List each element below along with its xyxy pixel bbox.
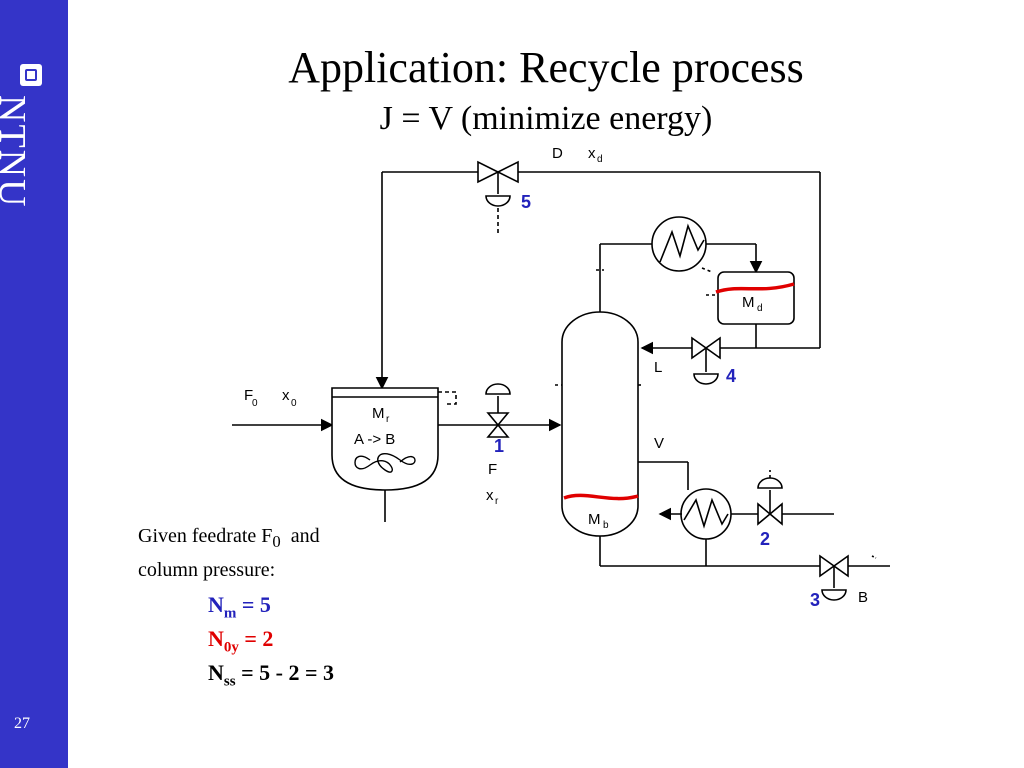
page-number: 27 bbox=[14, 715, 30, 732]
svg-text:F: F bbox=[488, 461, 497, 478]
svg-text:M: M bbox=[742, 294, 755, 311]
given-text: Given feedrate F0 and column pressure: bbox=[138, 525, 320, 581]
reboiler-level-line bbox=[563, 493, 639, 501]
slide-subtitle: J = V (minimize energy) bbox=[379, 100, 713, 137]
equation-n0y: N0y = 2 bbox=[208, 626, 274, 656]
valve-number-4: 4 bbox=[726, 366, 736, 386]
condenser-drum-label: M d bbox=[742, 294, 763, 314]
distillation-column bbox=[561, 311, 639, 537]
slide-title: Application: Recycle process bbox=[288, 43, 804, 92]
svg-text:0: 0 bbox=[291, 398, 297, 409]
reactor-labels: M r A -> B bbox=[354, 405, 395, 448]
svg-text:b: b bbox=[603, 520, 609, 531]
reflux-label: L bbox=[654, 359, 662, 376]
valve-5-icon bbox=[477, 160, 519, 234]
equation-nm: Nm = 5 bbox=[208, 592, 271, 622]
reactor-vessel bbox=[331, 387, 457, 522]
ntnu-logo-icon bbox=[20, 64, 42, 86]
svg-text:r: r bbox=[495, 496, 499, 507]
sidebar: NTNU 27 bbox=[0, 0, 68, 768]
svg-text:x: x bbox=[282, 387, 290, 404]
reactor-outlet-label: F x r bbox=[486, 461, 499, 507]
reboiler-icon bbox=[680, 488, 732, 540]
valve-number-1: 1 bbox=[494, 436, 504, 456]
valve-number-3: 3 bbox=[810, 590, 820, 610]
condenser-level-line bbox=[715, 282, 795, 294]
svg-text:A -> B: A -> B bbox=[354, 431, 395, 448]
svg-text:x: x bbox=[588, 145, 596, 162]
valve-1-icon bbox=[485, 383, 511, 438]
svg-text:d: d bbox=[757, 303, 763, 314]
svg-text:D: D bbox=[552, 145, 563, 162]
svg-text:M: M bbox=[372, 405, 385, 422]
valve-number-2: 2 bbox=[760, 529, 770, 549]
svg-text:d: d bbox=[597, 154, 603, 165]
boilup-label: V bbox=[654, 435, 664, 452]
condenser-icon bbox=[651, 216, 707, 272]
svg-text:F: F bbox=[244, 387, 253, 404]
svg-text:0: 0 bbox=[252, 398, 258, 409]
valve-number-5: 5 bbox=[521, 192, 531, 212]
equation-nss: Nss = 5 - 2 = 3 bbox=[208, 660, 334, 690]
bottoms-label: B bbox=[858, 589, 868, 606]
valve-4-icon bbox=[691, 336, 721, 385]
svg-text:x: x bbox=[486, 487, 494, 504]
svg-text:M: M bbox=[588, 511, 601, 528]
feed-label: F 0 x 0 bbox=[244, 387, 297, 409]
valve-3-icon bbox=[819, 554, 849, 601]
reboiler-label: M b bbox=[588, 511, 609, 531]
svg-text:r: r bbox=[386, 414, 390, 425]
condenser-drum bbox=[717, 271, 795, 325]
distillate-label: D x d bbox=[552, 145, 603, 165]
valve-2-icon bbox=[757, 470, 783, 526]
